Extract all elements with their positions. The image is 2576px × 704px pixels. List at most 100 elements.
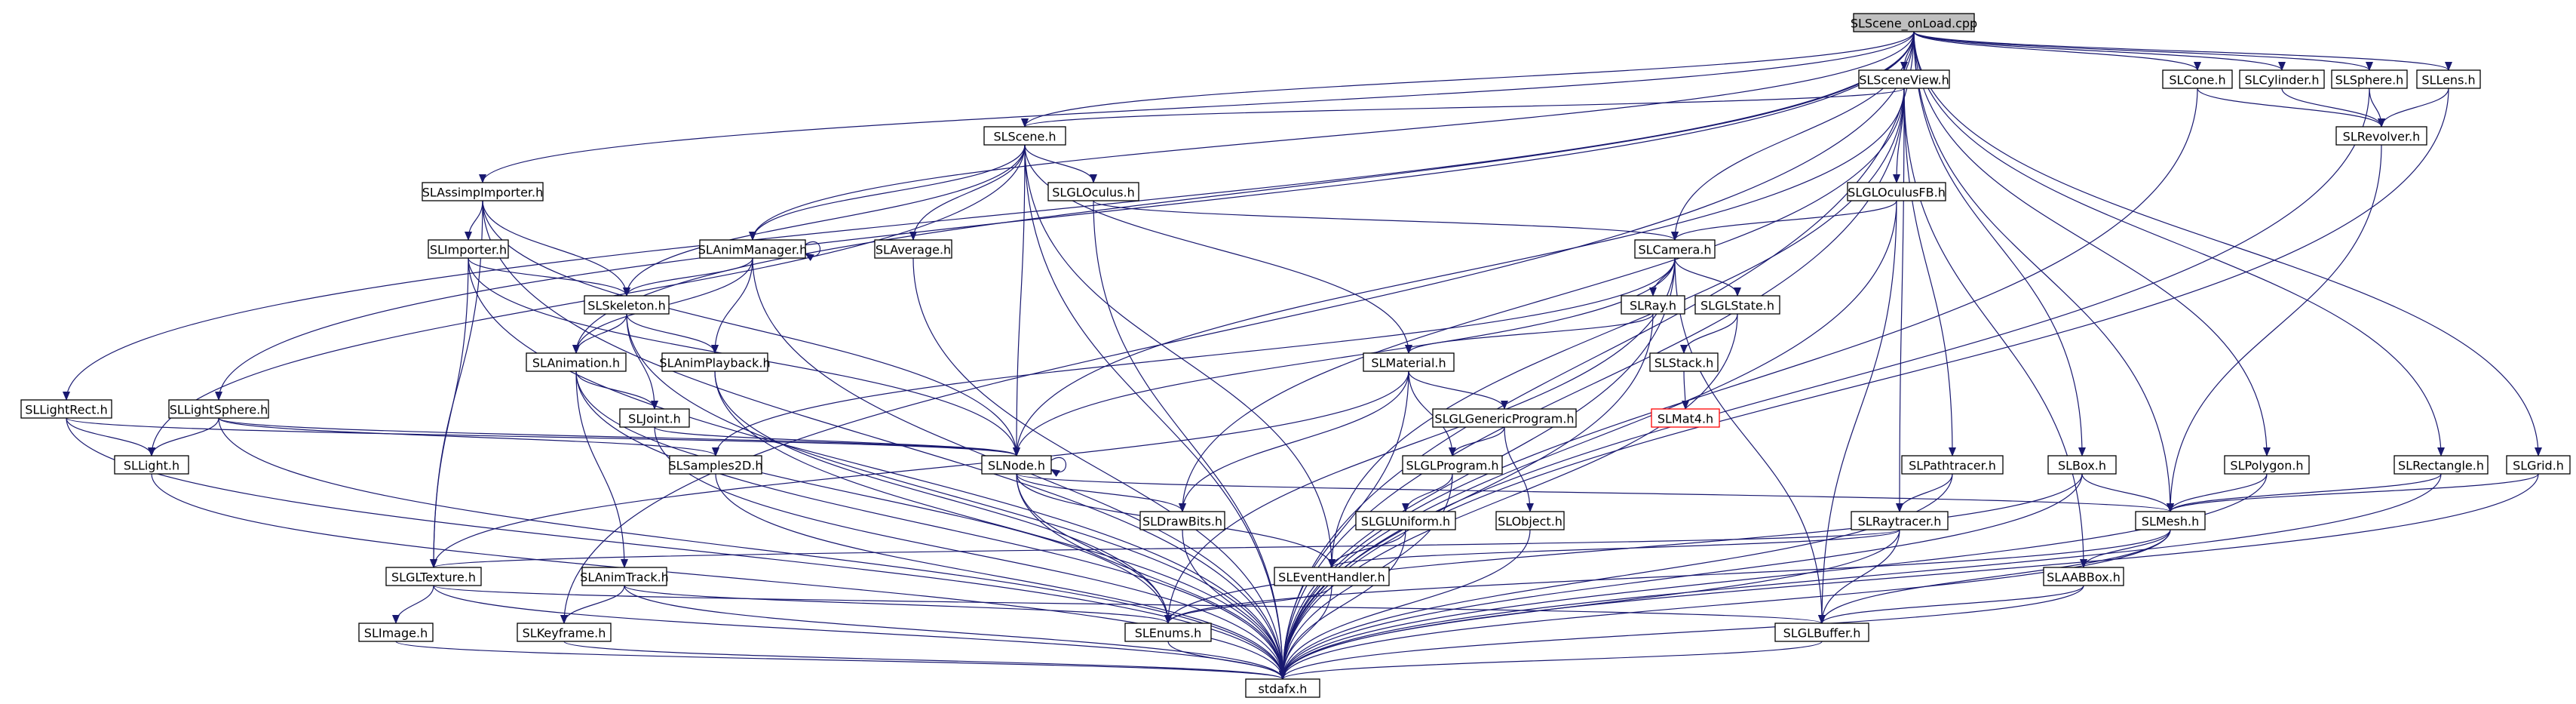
edge-skeleton-to-stdafx — [626, 313, 1286, 680]
node-label: SLPathtracer.h — [1909, 459, 1996, 473]
node-skeleton[interactable]: SLSkeleton.h — [584, 295, 670, 315]
node-glbuffer[interactable]: SLGLBuffer.h — [1774, 623, 1869, 642]
node-aabbox[interactable]: SLAABBox.h — [2043, 567, 2124, 586]
edge-polygon-to-stdafx — [1279, 473, 2268, 680]
node-cone[interactable]: SLCone.h — [2162, 69, 2233, 89]
node-node[interactable]: SLNode.h — [981, 455, 1052, 475]
node-assimp[interactable]: SLAssimpImporter.h — [422, 182, 544, 201]
node-gltexture[interactable]: SLGLTexture.h — [385, 567, 482, 586]
node-object[interactable]: SLObject.h — [1495, 511, 1565, 530]
node-average[interactable]: SLAverage.h — [874, 239, 952, 259]
node-pathtracer[interactable]: SLPathtracer.h — [1901, 455, 2004, 475]
node-animtrack[interactable]: SLAnimTrack.h — [580, 567, 669, 586]
edge-root-to-mesh — [1913, 31, 2174, 512]
node-label: SLStack.h — [1654, 356, 1714, 370]
node-scene[interactable]: SLScene.h — [983, 126, 1066, 146]
node-lightrect[interactable]: SLLightRect.h — [20, 399, 112, 419]
node-glgenericprogram[interactable]: SLGLGenericProgram.h — [1432, 408, 1577, 428]
edge-gluniform-to-stdafx — [1279, 529, 1406, 680]
node-label: stdafx.h — [1259, 682, 1308, 696]
node-light[interactable]: SLLight.h — [114, 455, 189, 475]
edge-scene-to-skeleton — [623, 144, 1026, 297]
edge-pathtracer-to-raytracer — [1896, 473, 1953, 512]
edge-cylinder-to-revolver — [2281, 88, 2385, 128]
edge-joint-to-stdafx — [654, 426, 1286, 680]
node-label: SLRevolver.h — [2343, 130, 2421, 144]
node-revolver[interactable]: SLRevolver.h — [2335, 126, 2427, 146]
node-keyframe[interactable]: SLKeyframe.h — [517, 623, 612, 642]
node-polygon[interactable]: SLPolygon.h — [2224, 455, 2310, 475]
node-mat4[interactable]: SLMat4.h — [1651, 408, 1720, 428]
node-label: SLSceneView.h — [1859, 73, 1949, 88]
edge-polygon-to-mesh — [2167, 473, 2268, 512]
node-label: SLGLUniform.h — [1361, 515, 1450, 529]
node-animplayback[interactable]: SLAnimPlayback.h — [659, 352, 771, 372]
node-sceneview[interactable]: SLSceneView.h — [1858, 69, 1950, 89]
edge-grid-to-stdafx — [1279, 473, 2539, 680]
node-enums[interactable]: SLEnums.h — [1124, 623, 1212, 642]
edge-skeleton-to-animation — [572, 313, 627, 354]
node-root[interactable]: SLScene_onLoad.cpp — [1851, 13, 1977, 32]
node-stdafx[interactable]: stdafx.h — [1245, 678, 1320, 698]
edge-sceneview-to-scene — [1021, 88, 1905, 128]
node-box[interactable]: SLBox.h — [2047, 455, 2117, 475]
edge-animation-to-animtrack — [575, 370, 628, 568]
edge-animtrack-to-keyframe — [560, 585, 625, 624]
edge-revolver-to-mesh — [2167, 144, 2382, 512]
node-eventhandler[interactable]: SLEventHandler.h — [1274, 567, 1390, 586]
edge-lightsphere-to-stdafx — [218, 417, 1286, 680]
node-lightsphere[interactable]: SLLightSphere.h — [168, 399, 269, 419]
node-samples2d[interactable]: SLSamples2D.h — [668, 455, 763, 475]
edge-root-to-stdafx — [1279, 31, 1915, 680]
node-camera[interactable]: SLCamera.h — [1634, 239, 1716, 259]
node-gloculus[interactable]: SLGLOculus.h — [1047, 182, 1139, 201]
node-glstate[interactable]: SLGLState.h — [1694, 295, 1780, 315]
edge-mesh-to-glbuffer — [1818, 529, 2171, 624]
edge-root-to-scene — [1021, 31, 1915, 128]
node-stack[interactable]: SLStack.h — [1649, 352, 1719, 372]
node-label: SLEventHandler.h — [1278, 570, 1385, 585]
node-rectangle[interactable]: SLRectangle.h — [2394, 455, 2489, 475]
node-glprogram[interactable]: SLGLProgram.h — [1402, 455, 1503, 475]
edge-scene-to-animmanager — [749, 144, 1026, 241]
edge-root-to-rectangle — [1913, 31, 2445, 457]
edge-assimp-to-node — [482, 200, 1020, 457]
edge-importer-to-skeleton — [468, 257, 630, 297]
node-label: SLScene.h — [993, 130, 1056, 144]
edge-root-to-lightsphere — [215, 31, 1915, 401]
node-raytracer[interactable]: SLRaytracer.h — [1851, 511, 1949, 530]
node-drawbits[interactable]: SLDrawBits.h — [1139, 511, 1225, 530]
edge-lightrect-to-light — [66, 417, 155, 457]
node-label: SLSphere.h — [2335, 73, 2404, 88]
node-mesh[interactable]: SLMesh.h — [2135, 511, 2206, 530]
node-label: SLGLOculus.h — [1052, 186, 1135, 200]
node-image[interactable]: SLImage.h — [358, 623, 434, 642]
node-importer[interactable]: SLImporter.h — [428, 239, 509, 259]
edge-rectangle-to-mesh — [2167, 473, 2442, 512]
edge-samples2d-to-stdafx — [715, 473, 1286, 680]
node-cylinder[interactable]: SLCylinder.h — [2239, 69, 2325, 89]
node-lens[interactable]: SLLens.h — [2416, 69, 2481, 89]
edge-raytracer-to-gltexture — [430, 529, 1900, 568]
node-material[interactable]: SLMaterial.h — [1363, 352, 1455, 372]
edge-animmanager-to-animmanager — [805, 241, 820, 262]
node-gluniform[interactable]: SLGLUniform.h — [1355, 511, 1456, 530]
edge-light-to-stdafx — [151, 473, 1286, 680]
node-ray[interactable]: SLRay.h — [1621, 295, 1685, 315]
node-label: SLImporter.h — [430, 243, 507, 257]
node-sphere[interactable]: SLSphere.h — [2331, 69, 2408, 89]
edge-joint-to-node — [654, 426, 1020, 457]
edge-lightrect-to-node — [66, 417, 1020, 457]
edge-gloculusfb-to-stdafx — [1279, 200, 1897, 680]
node-label: SLMesh.h — [2142, 515, 2199, 529]
node-grid[interactable]: SLGrid.h — [2506, 455, 2571, 475]
node-joint[interactable]: SLJoint.h — [619, 408, 690, 428]
edge-root-to-box — [1913, 31, 2086, 457]
edge-glbuffer-to-stdafx — [1279, 641, 1823, 680]
node-animmanager[interactable]: SLAnimManager.h — [698, 239, 807, 259]
node-gloculusfb[interactable]: SLGLOculusFB.h — [1847, 182, 1946, 201]
edge-assimp-to-skeleton — [482, 200, 630, 297]
edge-rectangle-to-stdafx — [1279, 473, 2442, 680]
edge-lightsphere-to-light — [148, 417, 219, 457]
node-animation[interactable]: SLAnimation.h — [526, 352, 627, 372]
